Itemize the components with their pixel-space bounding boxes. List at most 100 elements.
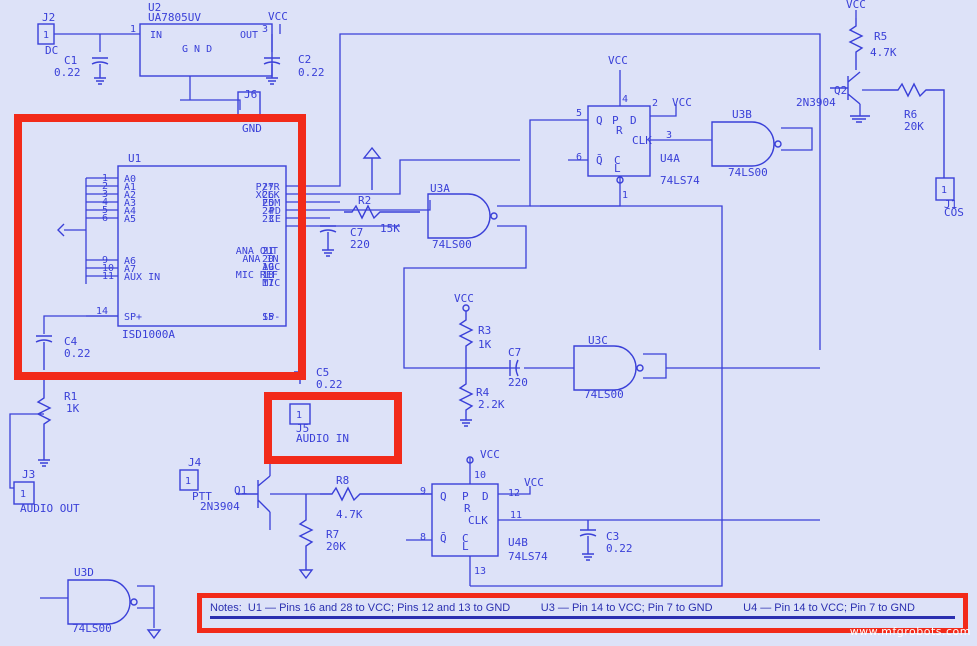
transistor-q2: VCC R5 4.7K Q2 2N3904 [796,0,897,123]
resistor-r2: R2 15K [344,194,420,235]
transistor-q1: Q1 2N3904 [200,464,320,530]
svg-text:R8: R8 [336,474,349,487]
notes-text: Notes: U1 — Pins 16 and 28 to VCC; Pins … [210,602,915,614]
resistor-r8: R8 4.7K [320,474,432,521]
svg-text:C2: C2 [298,53,311,66]
isd-pin-number: 3 [102,189,108,200]
svg-text:C3: C3 [606,530,619,543]
svg-text:R5: R5 [874,30,887,43]
svg-text:C1: C1 [64,54,77,67]
svg-text:10: 10 [474,470,486,481]
notes-panel: Notes: U1 — Pins 16 and 28 to VCC; Pins … [197,593,968,633]
svg-text:0.22: 0.22 [606,542,633,555]
svg-text:13: 13 [474,566,486,577]
svg-text:R3: R3 [478,324,491,337]
svg-text:C: C [614,154,621,167]
svg-text:74LS00: 74LS00 [72,622,112,635]
capacitor-c6: C7 220 [319,225,370,257]
svg-text:U4A: U4A [660,152,680,165]
svg-text:U3B: U3B [732,108,752,121]
svg-text:U4B: U4B [508,536,528,549]
svg-text:U2: U2 [148,1,161,14]
svg-text:D: D [630,114,637,127]
isd-pin-number: 21 [262,246,274,257]
svg-text:VCC: VCC [846,0,866,11]
isd-pin-name: A6 [124,256,136,267]
isd-pin-name: A3 [124,198,136,209]
svg-text:1: 1 [130,24,136,35]
svg-text:1: 1 [941,185,947,196]
svg-text:R2: R2 [358,194,371,207]
svg-text:6: 6 [576,152,582,163]
isd-pin-number: 11 [102,271,114,282]
svg-text:220: 220 [508,376,528,389]
capacitor-c1: C1 0.22 [54,54,109,85]
connector-j6: J6 GND [237,88,262,135]
isd-pin-number: 4 [102,197,108,208]
isd-pin-number: 24 [262,206,274,217]
isd-pin-name: A0 [124,174,136,185]
isd-pin-number: 1 [102,173,108,184]
isd-pin-name: MIC REF [236,270,278,281]
resistor-r1: R1 1K [9,380,80,489]
svg-text:CLK: CLK [632,134,652,147]
vcc-top: VCC [268,10,288,34]
isd-pin-name: ANA OUT [236,246,278,257]
notes-underline [210,616,955,619]
j2-label: DC [45,44,58,57]
svg-text:R4: R4 [476,386,490,399]
svg-text:1: 1 [20,489,26,500]
svg-text:15K: 15K [380,222,400,235]
isd-pin-number: 9 [102,255,108,266]
svg-text:2.2K: 2.2K [478,398,505,411]
svg-text:AUDIO OUT: AUDIO OUT [20,502,80,515]
svg-text:20K: 20K [326,540,346,553]
svg-text:G N D: G N D [182,44,212,55]
svg-text:J1: J1 [944,198,957,211]
resistor-r7: R7 20K [298,494,346,580]
svg-text:AUDIO IN: AUDIO IN [296,432,349,445]
isd-pin-number: 2 [102,181,108,192]
isd-pin-number: 23 [262,214,274,225]
svg-text:1K: 1K [478,338,492,351]
svg-text:R: R [464,502,471,515]
svg-text:Q2: Q2 [834,84,847,97]
svg-text:VCC: VCC [454,292,474,305]
svg-text:Q: Q [596,114,603,127]
svg-text:0.22: 0.22 [54,66,81,79]
svg-text:P: P [462,490,469,503]
svg-text:VCC: VCC [608,54,628,67]
svg-text:VCC: VCC [268,10,288,23]
isd-pin-name: A4 [124,206,136,217]
isd-pin-number: 15 [262,312,274,323]
svg-text:C: C [462,532,469,545]
svg-text:11: 11 [510,510,522,521]
svg-text:GND: GND [242,122,262,135]
svg-text:IN: IN [150,30,162,41]
svg-text:74LS00: 74LS00 [728,166,768,179]
svg-text:P: P [612,114,619,127]
svg-text:8: 8 [420,532,426,543]
isd-pin-name: SP+ [124,312,142,323]
isd-pin-name: SP- [262,312,280,323]
svg-text:1: 1 [185,476,191,487]
svg-text:4.7K: 4.7K [870,46,897,59]
svg-text:L: L [614,162,621,175]
isd-pin-number: 25 [262,198,274,209]
svg-text:C7: C7 [508,346,521,359]
isd-pin-number: 26 [262,190,274,201]
svg-text:R: R [616,124,623,137]
svg-text:ISD1000A: ISD1000A [122,328,175,341]
svg-text:PTT: PTT [192,490,212,503]
highlight-isd1000a [14,114,306,380]
svg-text:74LS74: 74LS74 [660,174,700,187]
svg-text:0.22: 0.22 [316,378,343,391]
isd-pin-number: 20 [262,254,274,265]
isd-pin-name: P/*R [256,182,281,193]
isd-pin-number: 17 [262,278,274,289]
connector-j1: 1 J1 COS [935,177,964,219]
isd-pin-name: EOM [262,198,280,209]
